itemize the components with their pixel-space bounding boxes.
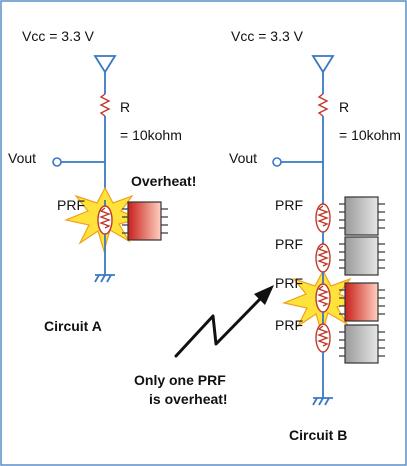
circuit-b-prf-3 [315,283,331,313]
circuit-b: Vcc = 3.3 V R = 10kohm Vout [229,28,401,443]
circuit-a-resistor [99,93,111,117]
circuit-a-supply-symbol [93,55,117,74]
circuit-a-resistor-label: R [120,99,130,115]
annotation-zigzag-arrow [174,296,263,358]
circuit-b-prf-label-2: PRF [275,236,303,252]
circuit-b-vout-terminal [272,157,282,167]
circuit-a: Vcc = 3.3 V R = 10kohm Vout PRF [8,28,196,334]
circuit-b-prf-4 [315,323,331,353]
circuit-b-ic-3-hot [339,282,385,322]
circuit-a-vcc-label: Vcc = 3.3 V [22,28,95,44]
circuit-a-ground-symbol [94,274,115,283]
annotation-arrowhead [254,285,274,305]
circuit-a-vout-terminal [52,157,62,167]
circuit-b-vcc-label: Vcc = 3.3 V [231,28,304,44]
circuit-a-prf-coil [99,207,111,229]
circuit-a-prf-label: PRF [57,197,85,213]
circuit-b-caption: Circuit B [289,427,347,443]
circuit-b-resistance-label: = 10kohm [339,127,401,143]
circuit-b-ic-1 [339,196,385,236]
circuit-b-supply-symbol [311,55,335,74]
circuit-b-vout-label: Vout [229,150,257,166]
annotation-text-line-2: is overheat! [149,391,228,407]
circuit-a-resistance-label: = 10kohm [120,127,182,143]
circuit-b-prf-1 [315,203,331,233]
circuit-b-ic-4 [339,324,385,364]
annotation: Only one PRF is overheat! [134,285,274,407]
circuit-b-ic-2 [339,236,385,276]
circuit-a-hot-ic [122,201,168,241]
circuit-a-caption: Circuit A [44,318,102,334]
annotation-text-line-1: Only one PRF [134,372,226,388]
circuit-a-vout-label: Vout [8,150,36,166]
circuit-b-prf-label-1: PRF [275,197,303,213]
circuit-b-prf-label-3: PRF [275,275,303,291]
circuit-b-resistor-label: R [339,99,349,115]
circuit-b-ground-symbol [312,397,333,406]
circuit-b-prf-label-4: PRF [275,317,303,333]
circuit-b-prf-2 [315,243,331,273]
circuit-b-resistor [317,93,329,117]
circuit-a-overheat-label: Overheat! [131,173,196,189]
